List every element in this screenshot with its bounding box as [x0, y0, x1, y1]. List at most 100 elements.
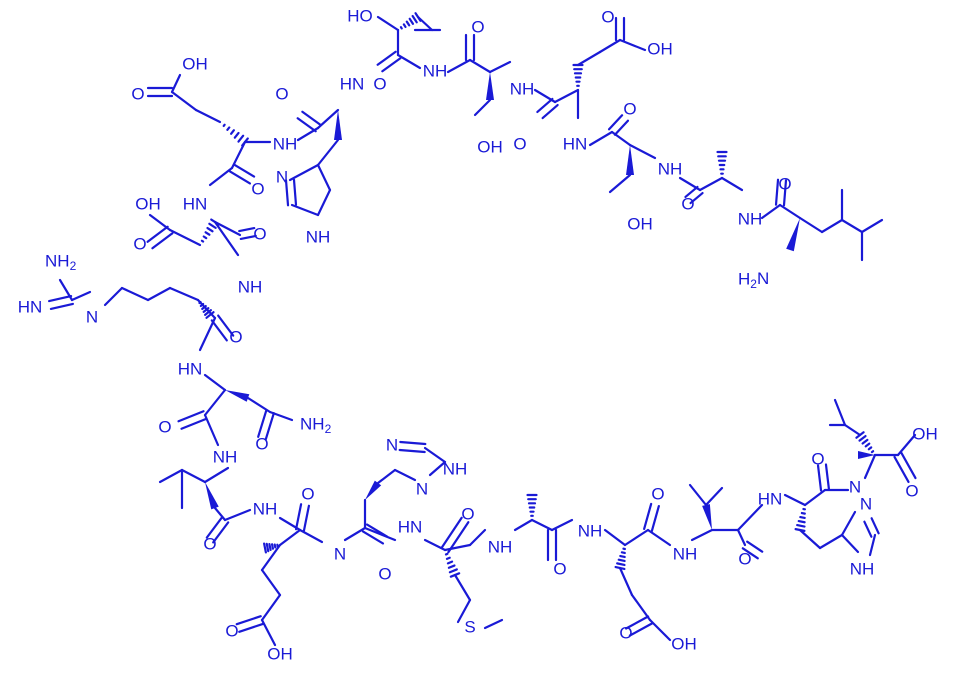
bond — [625, 530, 648, 545]
bond — [290, 165, 318, 180]
double-bond — [179, 411, 204, 421]
wedge-bond — [702, 504, 712, 530]
bond — [820, 535, 842, 548]
atom-label-o: O — [619, 623, 632, 642]
bond — [318, 190, 330, 215]
bond — [122, 288, 148, 300]
hash-bond — [797, 525, 804, 526]
bond — [225, 510, 250, 520]
bond — [365, 528, 395, 540]
bond — [160, 470, 182, 482]
bond — [318, 110, 338, 128]
bond — [445, 545, 470, 550]
bond — [470, 60, 490, 72]
hash-bond — [275, 545, 276, 548]
bond — [785, 495, 805, 505]
bond — [318, 140, 338, 165]
hash-bond — [264, 544, 266, 553]
atom-label-nh: NH — [238, 277, 263, 296]
atom-label-oh: OH — [477, 137, 503, 156]
atom-label-hn: HN — [178, 359, 203, 378]
bond — [620, 40, 645, 50]
atom-label-o: O — [461, 504, 474, 523]
bond — [345, 528, 365, 540]
bond — [170, 230, 200, 245]
hash-bond — [802, 513, 805, 514]
double-bond — [294, 180, 296, 205]
double-bond — [400, 450, 425, 452]
atom-label-n: N — [334, 544, 346, 563]
atom-label-nh: NH — [510, 79, 535, 98]
bond — [532, 520, 552, 530]
atom-label-oh: OH — [627, 214, 653, 233]
bond — [490, 62, 510, 72]
bond — [862, 220, 882, 232]
atom-label-hn: HN — [340, 74, 365, 93]
atom-label-nh: NH — [213, 447, 238, 466]
double-bond — [181, 419, 206, 429]
bond — [835, 400, 845, 425]
hash-bond — [860, 436, 866, 441]
double-bond — [872, 518, 879, 533]
bond — [210, 168, 232, 185]
bond — [555, 90, 578, 102]
atom-label-nh: NH — [423, 61, 448, 80]
hash-bond — [447, 558, 450, 559]
bond — [600, 40, 620, 52]
atom-label-nh: NH — [488, 537, 513, 556]
hash-bond — [202, 241, 203, 242]
bond — [612, 132, 630, 145]
bond — [648, 530, 670, 545]
double-bond — [49, 296, 71, 301]
atom-label-o: O — [623, 99, 636, 118]
bond — [842, 512, 855, 535]
double-bond — [609, 115, 622, 129]
bond — [485, 620, 502, 628]
bond — [378, 17, 398, 30]
bond — [552, 520, 572, 530]
bond — [578, 52, 600, 65]
bond — [870, 535, 875, 555]
bond — [605, 530, 625, 545]
bond — [800, 530, 820, 548]
bond — [690, 485, 706, 505]
bond — [630, 145, 655, 158]
atom-label-o: O — [203, 534, 216, 553]
bond — [822, 220, 842, 232]
double-bond — [442, 518, 462, 548]
bond — [182, 470, 205, 482]
atom-label: NH2 — [45, 251, 77, 273]
atom-label-hn: HN — [183, 194, 208, 213]
bond — [845, 425, 860, 435]
hash-bond — [869, 447, 871, 449]
atom-label-o: O — [778, 174, 791, 193]
hash-bond — [449, 566, 455, 568]
bond — [148, 288, 170, 300]
bond — [700, 178, 722, 190]
bond — [395, 470, 415, 480]
bond — [650, 620, 670, 640]
atom-label-o: O — [133, 234, 146, 253]
hash-bond — [620, 556, 624, 557]
atom-label-o: O — [255, 434, 268, 453]
atom-label-oh: OH — [182, 54, 208, 73]
atom-label-o: O — [471, 17, 484, 36]
hash-bond — [272, 544, 273, 548]
atom-label: H2N — [738, 269, 769, 291]
hash-bond — [267, 544, 268, 551]
bond — [170, 288, 198, 300]
atom-label-o: O — [301, 484, 314, 503]
atom-label-o: O — [513, 134, 526, 153]
hash-bond — [206, 232, 210, 234]
bond — [455, 575, 470, 600]
bond — [620, 568, 632, 595]
atom-label-hn: HN — [563, 134, 588, 153]
atom-label-n: N — [416, 479, 428, 498]
atom-label-nh: NH — [253, 499, 278, 518]
atom-label-hn: HN — [18, 297, 43, 316]
hash-bond — [204, 237, 207, 239]
bond — [738, 530, 745, 545]
hash-bond — [863, 440, 868, 444]
hash-bond — [231, 130, 234, 134]
